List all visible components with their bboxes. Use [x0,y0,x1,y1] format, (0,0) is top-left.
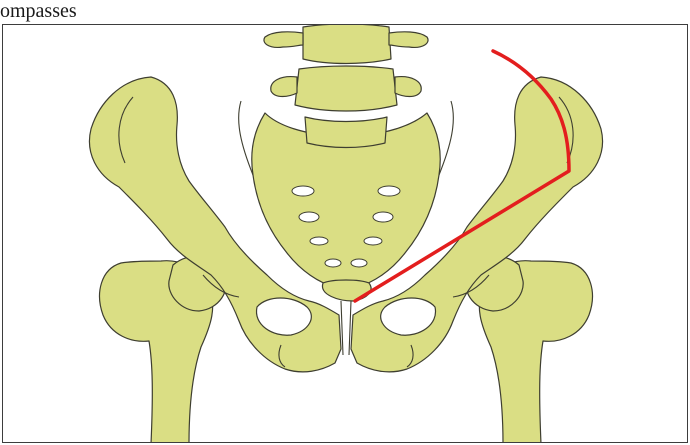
pelvis-illustration [3,25,688,443]
vertebra-upper-left-process [264,32,303,48]
sacral-foramen [325,259,341,267]
illustration-frame [2,24,688,443]
caption-text: ompasses [0,0,77,22]
lumbar-vertebra-upper [303,25,391,64]
sacral-base [305,117,387,148]
vertebra-lower-left-process [271,77,297,97]
left-sacroiliac-line [239,101,253,175]
pubic-symphysis-line [341,301,351,355]
right-sacroiliac-line [439,101,453,175]
sacral-foramen [373,212,393,222]
sacral-foramen [299,212,319,222]
sacral-foramen [364,237,382,245]
coccyx [322,280,371,301]
sacral-foramen [310,237,328,245]
sacral-foramen [378,186,400,196]
vertebra-lower-right-process [395,77,421,97]
lumbar-vertebra-lower [295,66,397,111]
vertebra-upper-right-process [389,32,428,48]
sacral-foramen [351,259,367,267]
sacral-foramen [292,186,314,196]
